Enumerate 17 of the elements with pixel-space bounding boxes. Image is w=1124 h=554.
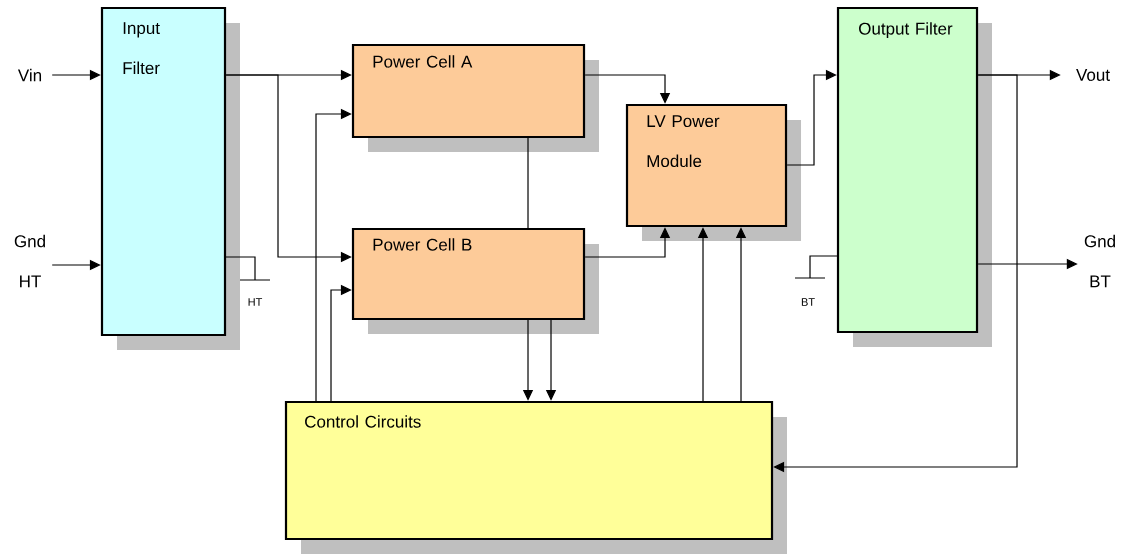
block-box: Output Filter <box>836 6 992 347</box>
ground-label: BT <box>801 298 815 306</box>
block-box: Power Cell A <box>351 43 599 152</box>
block-box: Power Cell B <box>351 227 599 334</box>
signal-label: Gnd BT <box>1084 234 1115 288</box>
signal-label: Vout <box>1076 69 1110 81</box>
arrow <box>315 108 352 402</box>
block-box: Control Circuits <box>284 400 787 554</box>
arrow <box>584 74 671 104</box>
arrow <box>330 284 352 402</box>
arrow <box>773 74 1018 473</box>
block-box: Input Filter <box>100 6 240 350</box>
signal-label: Vin <box>17 68 41 82</box>
ground-label: HT <box>248 298 263 306</box>
signal-label: Gnd HT <box>14 234 45 288</box>
arrow <box>786 69 837 166</box>
block-box: LV Power Module <box>625 103 801 241</box>
